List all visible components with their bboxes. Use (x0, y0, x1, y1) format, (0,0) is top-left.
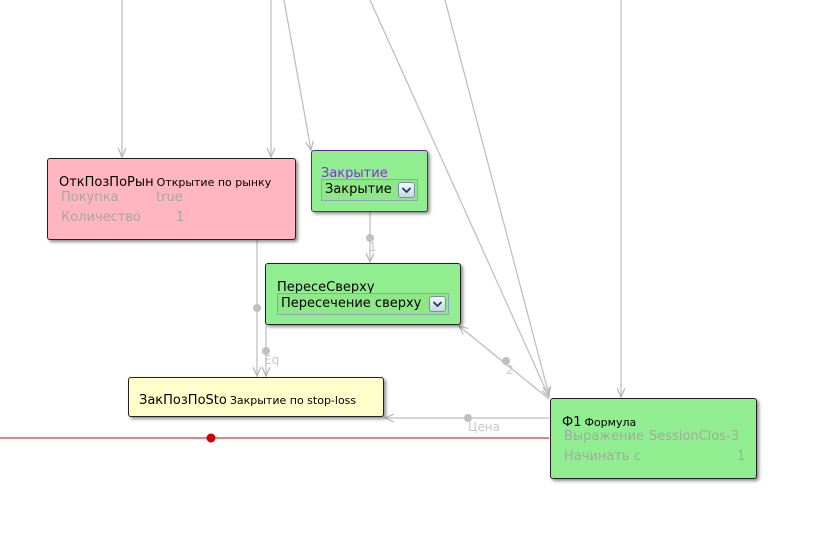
node-otkpoz-prop-key: Количество (61, 210, 141, 225)
node-perese-title: ПересеСверху (277, 276, 375, 295)
node-zakpoz-desc: Закрытие по stop-loss (229, 394, 357, 407)
node-otkpoz-desc: Открытие по рынку (156, 176, 272, 189)
dot-perese-zakpoz[interactable] (262, 347, 270, 355)
node-otkpoz-prop-value: true (156, 190, 183, 205)
node-zakrytie-combo[interactable]: Закрытие (321, 179, 418, 201)
node-zakrytie[interactable]: Закрытие Закрытие (311, 150, 428, 212)
node-f1-prop-key: Выражение (564, 429, 645, 444)
node-otkpoz-prop-value: 1 (176, 210, 185, 225)
edge-label-one: 1 (369, 240, 377, 254)
edge-top-to-f1-b[interactable] (444, 0, 549, 395)
chevron-down-icon[interactable] (398, 182, 415, 198)
node-f1-name: Ф1 (562, 415, 582, 430)
edge-top-to-zakrytie[interactable] (283, 0, 311, 150)
node-f1-prop-value: SessionClos-3 (649, 429, 739, 444)
edge-label-eq: Eq (264, 353, 280, 367)
node-f1-prop-value: 1 (737, 449, 746, 464)
signal-dot[interactable] (206, 433, 216, 443)
node-zakrytie-name: Закрытие (321, 166, 388, 181)
node-perese[interactable]: ПересеСверху Пересечение сверху (265, 263, 461, 325)
node-otkpoz-name: ОткПозПоРын (59, 175, 154, 190)
node-perese-combo[interactable]: Пересечение сверху (277, 293, 449, 315)
node-perese-name: ПересеСверху (277, 280, 375, 295)
connectors (122, 0, 621, 418)
node-f1-prop-key: Начинать с (564, 449, 641, 464)
node-otkpoz-prop-key: Покупка (61, 190, 119, 205)
connector-dots (253, 234, 510, 422)
edge-label-price: Цена (468, 420, 500, 434)
node-zakpoz-name: ЗакПозПоSto (139, 393, 227, 408)
dot-otkpoz-zakpoz[interactable] (253, 304, 261, 312)
node-zakrytie-title: Закрытие (321, 162, 388, 181)
node-zakrytie-combo-value: Закрытие (325, 182, 392, 197)
dot-f1-zakpoz[interactable] (464, 414, 472, 422)
node-perese-combo-value: Пересечение сверху (281, 296, 422, 311)
edge-top-to-f1-a[interactable] (369, 0, 549, 397)
chevron-down-icon[interactable] (429, 296, 446, 312)
edge-label-two: 2 (506, 363, 514, 377)
dot-zakrytie-perese[interactable] (366, 234, 374, 242)
dot-f1-perese[interactable] (502, 357, 510, 365)
node-f1-desc: Формула (584, 416, 637, 429)
